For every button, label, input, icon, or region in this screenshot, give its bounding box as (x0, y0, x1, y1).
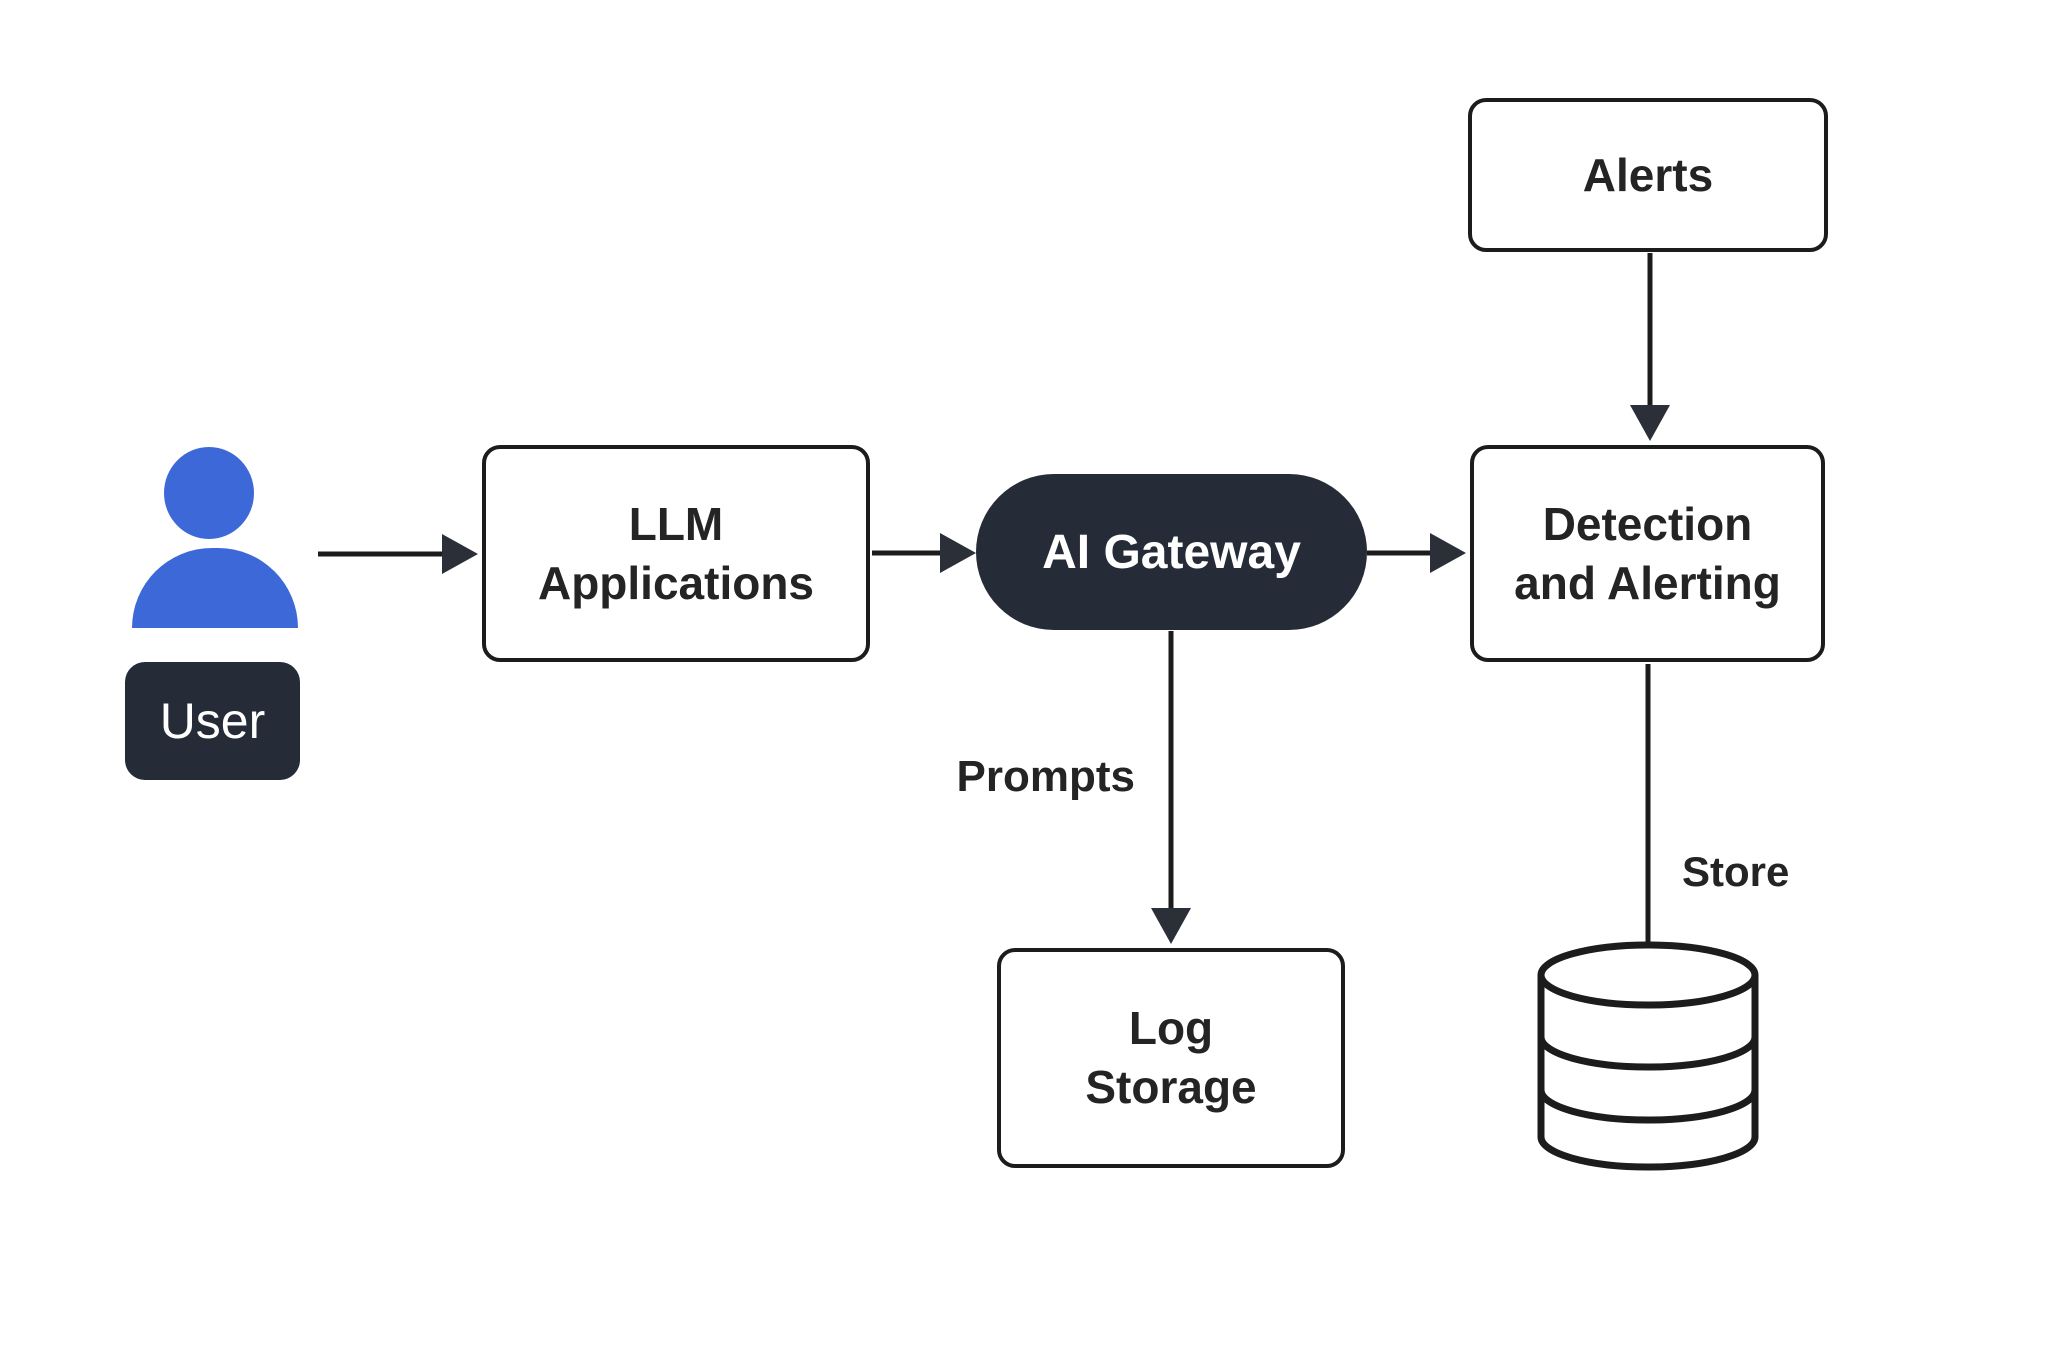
edge-alerts-to-detection (1630, 253, 1670, 441)
edge-llm-to-gateway (872, 533, 976, 573)
node-llm-applications: LLM Applications (482, 445, 870, 662)
edge-gateway-to-detection (1367, 533, 1466, 573)
user-label-text: User (159, 693, 266, 749)
node-ai-gateway: AI Gateway (976, 474, 1367, 630)
edge-gateway-to-logstorage (1151, 631, 1191, 944)
user-icon-head (164, 447, 254, 539)
ai-gateway-label: AI Gateway (1042, 525, 1301, 579)
llm-applications-label: LLM Applications (537, 497, 815, 609)
user-icon-body (132, 548, 298, 628)
edge-user-to-llm (318, 534, 478, 574)
node-alerts: Alerts (1468, 98, 1828, 252)
detection-alerting-label: Detection and Alerting (1514, 497, 1781, 609)
user-icon (125, 440, 305, 640)
database-icon (1537, 941, 1759, 1171)
log-storage-label: Log Storage (1085, 1002, 1257, 1113)
node-detection-alerting: Detection and Alerting (1470, 445, 1825, 662)
user-node-label: User (125, 662, 300, 780)
alerts-label: Alerts (1582, 148, 1714, 201)
edge-label-store: Store (1682, 848, 1790, 895)
node-log-storage: Log Storage (997, 948, 1345, 1168)
edge-label-prompts: Prompts (956, 752, 1135, 801)
